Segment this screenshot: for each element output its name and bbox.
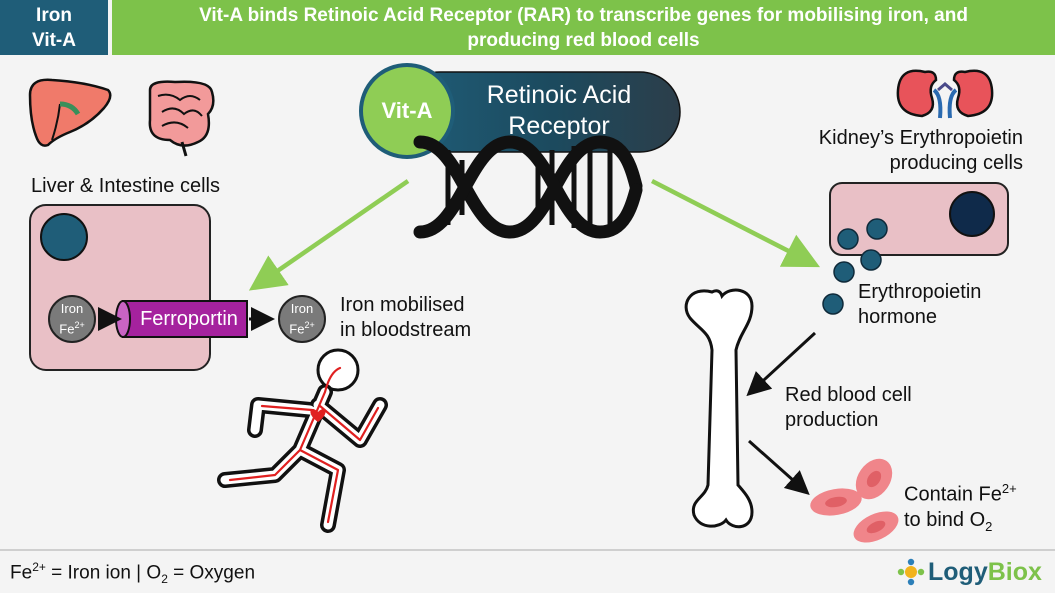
arrow-to-kidney-cells [650,178,821,268]
kidney-epo-line2: producing cells [889,152,1023,174]
runner-icon [217,348,388,533]
topic-tag-line2: Vit-A [32,29,76,51]
page-title-line2: producing red blood cells [467,29,700,51]
iron-ion-outside: Iron Fe2+ [278,295,326,343]
rbc-production-line2: production [785,409,879,431]
footer-o-def: = Oxygen [167,562,256,584]
liver-icon [28,78,112,147]
erythropoietin-molecules [822,218,888,315]
vit-a-label: Vit-A [381,98,433,123]
rbc-production-label: Red blood cell production [785,383,912,433]
footer-fe-charge: 2+ [32,560,46,574]
contain-fe-label: Contain Fe2+ to bind O2 [904,476,1017,539]
receptor-label-line1: Retinoic Acid [486,81,632,109]
ferroportin-channel [115,300,248,338]
iron-ion-outside-charge: 2+ [304,319,315,330]
intestine-icon [148,80,215,157]
arrow-bone-to-rbc [748,439,810,495]
red-blood-cell-icon [810,458,899,543]
arrow-to-liver-cells [248,179,410,291]
kidney-icon [896,69,994,119]
dna-icon [413,135,643,239]
iron-ion-inside-line1: Iron [60,300,84,316]
contain-fe-charge: 2+ [1001,481,1017,496]
topic-tag-line1: Iron [36,4,72,26]
footer-fe: Fe [10,562,33,584]
bind-o2-sub: 2 [985,518,993,534]
logo-text-a: Logy [928,557,988,586]
hormone-line2: hormone [858,306,937,328]
iron-ion-inside-fe: Fe [59,321,75,337]
logo-text-b: Biox [987,557,1042,586]
hormone-label: Erythropoietin hormone [858,280,981,330]
iron-mobilised-line1: Iron mobilised [340,294,465,316]
kidney-epo-line1: Kidney’s Erythropoietin [818,127,1023,149]
topic-tag: Iron Vit-A [0,0,108,55]
bone-icon [684,288,754,529]
footer-o-sub: 2 [161,572,168,587]
contain-fe-prefix: Contain Fe [904,483,1002,506]
receptor-label-line2: Receptor [508,112,610,140]
kidney-epo-label: Kidney’s Erythropoietin producing cells [778,126,1023,176]
iron-ion-outside-fe: Fe [289,321,305,337]
hormone-line1: Erythropoietin [858,281,982,303]
kidney-cell-nucleus [949,191,995,237]
rbc-production-line1: Red blood cell [785,384,912,406]
logo-icon [897,558,925,586]
page-title: Vit-A binds Retinoic Acid Receptor (RAR)… [112,0,1055,55]
liver-intestine-label: Liver & Intestine cells [31,175,220,197]
retinoic-acid-receptor [359,63,681,159]
iron-ion-outside-line1: Iron [290,300,314,316]
iron-mobilised-line2: in bloodstream [340,319,472,341]
ferroportin-label: Ferroportin [140,308,238,330]
footer-divider [0,549,1055,551]
footer-legend: Fe2+ = Iron ion | O2 = Oxygen [10,560,255,586]
arrow-hormone-to-bone [746,331,817,397]
iron-ion-inside-charge: 2+ [74,319,85,330]
footer-fe-def: = Iron ion | O [45,562,162,584]
page-title-line1: Vit-A binds Retinoic Acid Receptor (RAR)… [199,4,968,26]
cell-nucleus [40,213,88,261]
iron-mobilised-label: Iron mobilised in bloodstream [340,293,471,343]
iron-ion-inside: Iron Fe2+ [48,295,96,343]
receptor-label: Retinoic Acid Receptor [458,80,660,142]
bind-o2-prefix: to bind O [904,508,986,531]
